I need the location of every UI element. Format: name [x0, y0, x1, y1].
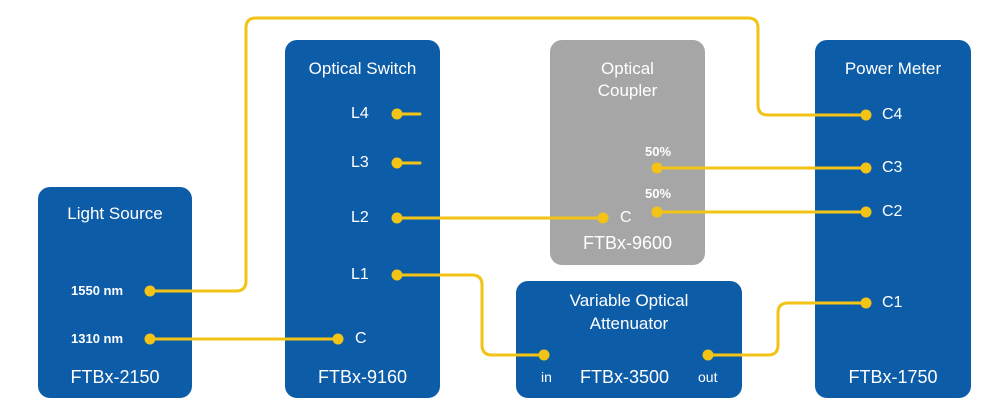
coupler-split-top-connector: [651, 162, 663, 174]
fiber-l1-to-attenuator-in: [395, 273, 546, 357]
coupler-title-line2: Coupler: [597, 81, 658, 100]
fiber-attenuator-out-to-c1: [706, 301, 868, 357]
switch-l4-connector: [391, 108, 403, 120]
switch-l2-label: L2: [351, 209, 369, 226]
switch-l4-label: L4: [351, 105, 369, 122]
attenuator-module: [516, 281, 742, 398]
meter-c3-connector: [860, 162, 872, 174]
meter-c4-connector: [860, 109, 872, 121]
switch-l3-label: L3: [351, 154, 369, 171]
coupler-split-top-label: 50%: [645, 144, 672, 159]
switch-l3-connector: [391, 157, 403, 169]
coupler-c-connector: [597, 212, 609, 224]
port-1310-label: 1310 nm: [71, 331, 124, 346]
optical-switch-title: Optical Switch: [308, 59, 417, 78]
light-source-model: FTBx-2150: [70, 367, 160, 387]
attenuator-title-line2: Attenuator: [589, 314, 669, 333]
optical-coupler-module: [550, 40, 705, 265]
meter-c1-label: C1: [882, 294, 903, 311]
attenuator-in-connector: [538, 349, 550, 361]
coupler-split-bottom-connector: [651, 206, 663, 218]
attenuator-title-line1: Variable Optical: [569, 291, 689, 310]
optical-switch-model: FTBx-9160: [317, 367, 408, 387]
attenuator-in-label: in: [541, 369, 552, 385]
fiber-1550-to-c4: [148, 16, 868, 293]
coupler-title-line1: Optical: [601, 59, 654, 78]
attenuator-out-label: out: [698, 369, 718, 385]
switch-l2-connector: [391, 212, 403, 224]
switch-c-label: C: [355, 330, 367, 347]
meter-c4-label: C4: [882, 106, 903, 123]
meter-c2-connector: [860, 206, 872, 218]
port-1310-connector: [144, 333, 156, 345]
power-meter-model: FTBx-1750: [848, 367, 938, 387]
meter-c2-label: C2: [882, 203, 903, 220]
meter-c1-connector: [860, 297, 872, 309]
switch-l1-label: L1: [351, 266, 369, 283]
attenuator-out-connector: [702, 349, 714, 361]
coupler-split-bottom-label: 50%: [645, 186, 672, 201]
power-meter-module: [815, 40, 971, 398]
switch-c-connector: [332, 333, 344, 345]
coupler-c-label: C: [620, 209, 632, 226]
switch-l1-connector: [391, 269, 403, 281]
meter-c3-label: C3: [882, 159, 903, 176]
attenuator-model: FTBx-3500: [580, 367, 670, 387]
power-meter-title: Power Meter: [844, 59, 942, 78]
light-source-title: Light Source: [67, 204, 163, 223]
port-1550-label: 1550 nm: [71, 283, 124, 298]
port-1550-connector: [144, 285, 156, 297]
optical-coupler-model: FTBx-9600: [582, 233, 673, 253]
